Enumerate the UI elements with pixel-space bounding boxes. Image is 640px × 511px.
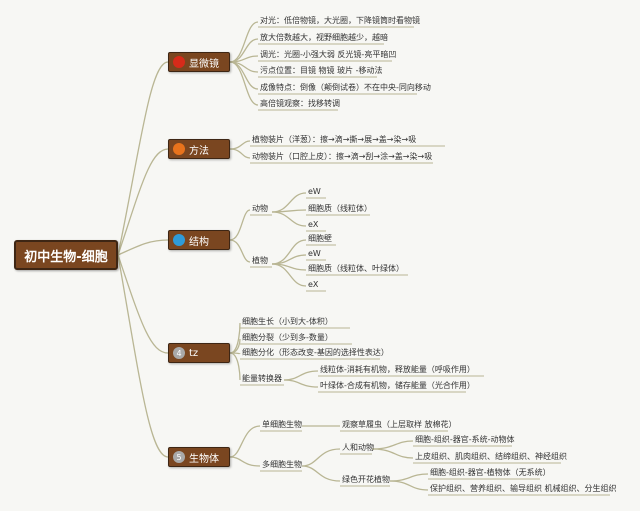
human-animal-label: 人和动物 [342,443,374,452]
red-circle-icon [173,56,185,68]
microscope-item: 对光：低倍物镜，大光圈，下降镜筒时看物镜 [260,16,420,25]
growth-item: 细胞生长（小到大-体积） [242,317,333,326]
branch-method[interactable]: 方法 [168,139,230,159]
branch-label: 结构 [189,236,209,248]
converter-label: 能量转换器 [242,374,282,383]
converter-item: 线粒体-消耗有机物，释放能量（呼吸作用） [320,365,475,374]
method-item: 植物装片（洋葱）：擦→滴→撕→展→盖→染→吸 [252,135,417,144]
blue-circle-icon [173,234,185,246]
branch-growth[interactable]: 4 tz [168,343,230,363]
root-topic[interactable]: 初中生物-细胞 [14,240,118,270]
microscope-item: 调光：光圈-小强大弱 反光镜-亮平暗凹 [260,50,397,59]
structure-plant-label: 植物 [252,256,268,265]
structure-animal-label: 动物 [252,204,268,213]
gray-circle-icon: 4 [173,347,185,359]
animal-item: eX [308,220,319,229]
branch-organism[interactable]: 5 生物体 [168,447,230,467]
microscope-item: 高倍镜观察：找移转调 [260,99,340,108]
branch-label: 方法 [189,145,209,157]
branch-label: 显微镜 [189,58,219,70]
method-item: 动物装片（口腔上皮）：擦→滴→刮→涂→盖→染→吸 [252,152,433,161]
converter-item: 叶绿体-合成有机物，储存能量（光合作用） [320,381,475,390]
human-animal-item: 细胞-组织-器官-系统-动物体 [415,435,515,444]
human-animal-item: 上皮组织、肌肉组织、结缔组织、神经组织 [415,452,567,461]
plant-item: 细胞壁 [308,234,332,243]
microscope-item: 放大倍数越大，视野细胞越少，越暗 [260,33,388,42]
branch-label: tz [189,347,199,359]
multi-cell-label: 多细胞生物 [262,460,302,469]
animal-item: eW [308,187,321,196]
animal-item: 细胞质（线粒体） [308,204,372,213]
single-cell-label: 单细胞生物 [262,420,302,429]
single-cell-item: 观察草履虫（上层取样 放棉花） [342,420,457,429]
branch-structure[interactable]: 结构 [168,230,230,250]
plant-item: 细胞质（线粒体、叶绿体） [308,264,404,273]
growth-item: 细胞分裂（少到多-数量） [242,333,333,342]
plant-item: eW [308,249,321,258]
flowering-plant-label: 绿色开花植物 [342,475,390,484]
plant-item: eX [308,280,319,289]
flowering-plant-item: 细胞-组织-器官-植物体（无系统） [430,468,551,477]
microscope-item: 污点位置：目镜 物镜 玻片 -移动法 [260,66,383,75]
flowering-plant-item: 保护组织、营养组织、输导组织 机械组织、分生组织 [430,484,617,493]
branch-microscope[interactable]: 显微镜 [168,52,230,72]
gray-circle-icon: 5 [173,451,185,463]
growth-item: 细胞分化（形态改变-基因的选择性表达） [242,348,389,357]
orange-circle-icon [173,143,185,155]
branch-label: 生物体 [189,453,219,465]
microscope-item: 成像特点：倒像（颠倒试卷）不在中央-同向移动 [260,83,431,92]
